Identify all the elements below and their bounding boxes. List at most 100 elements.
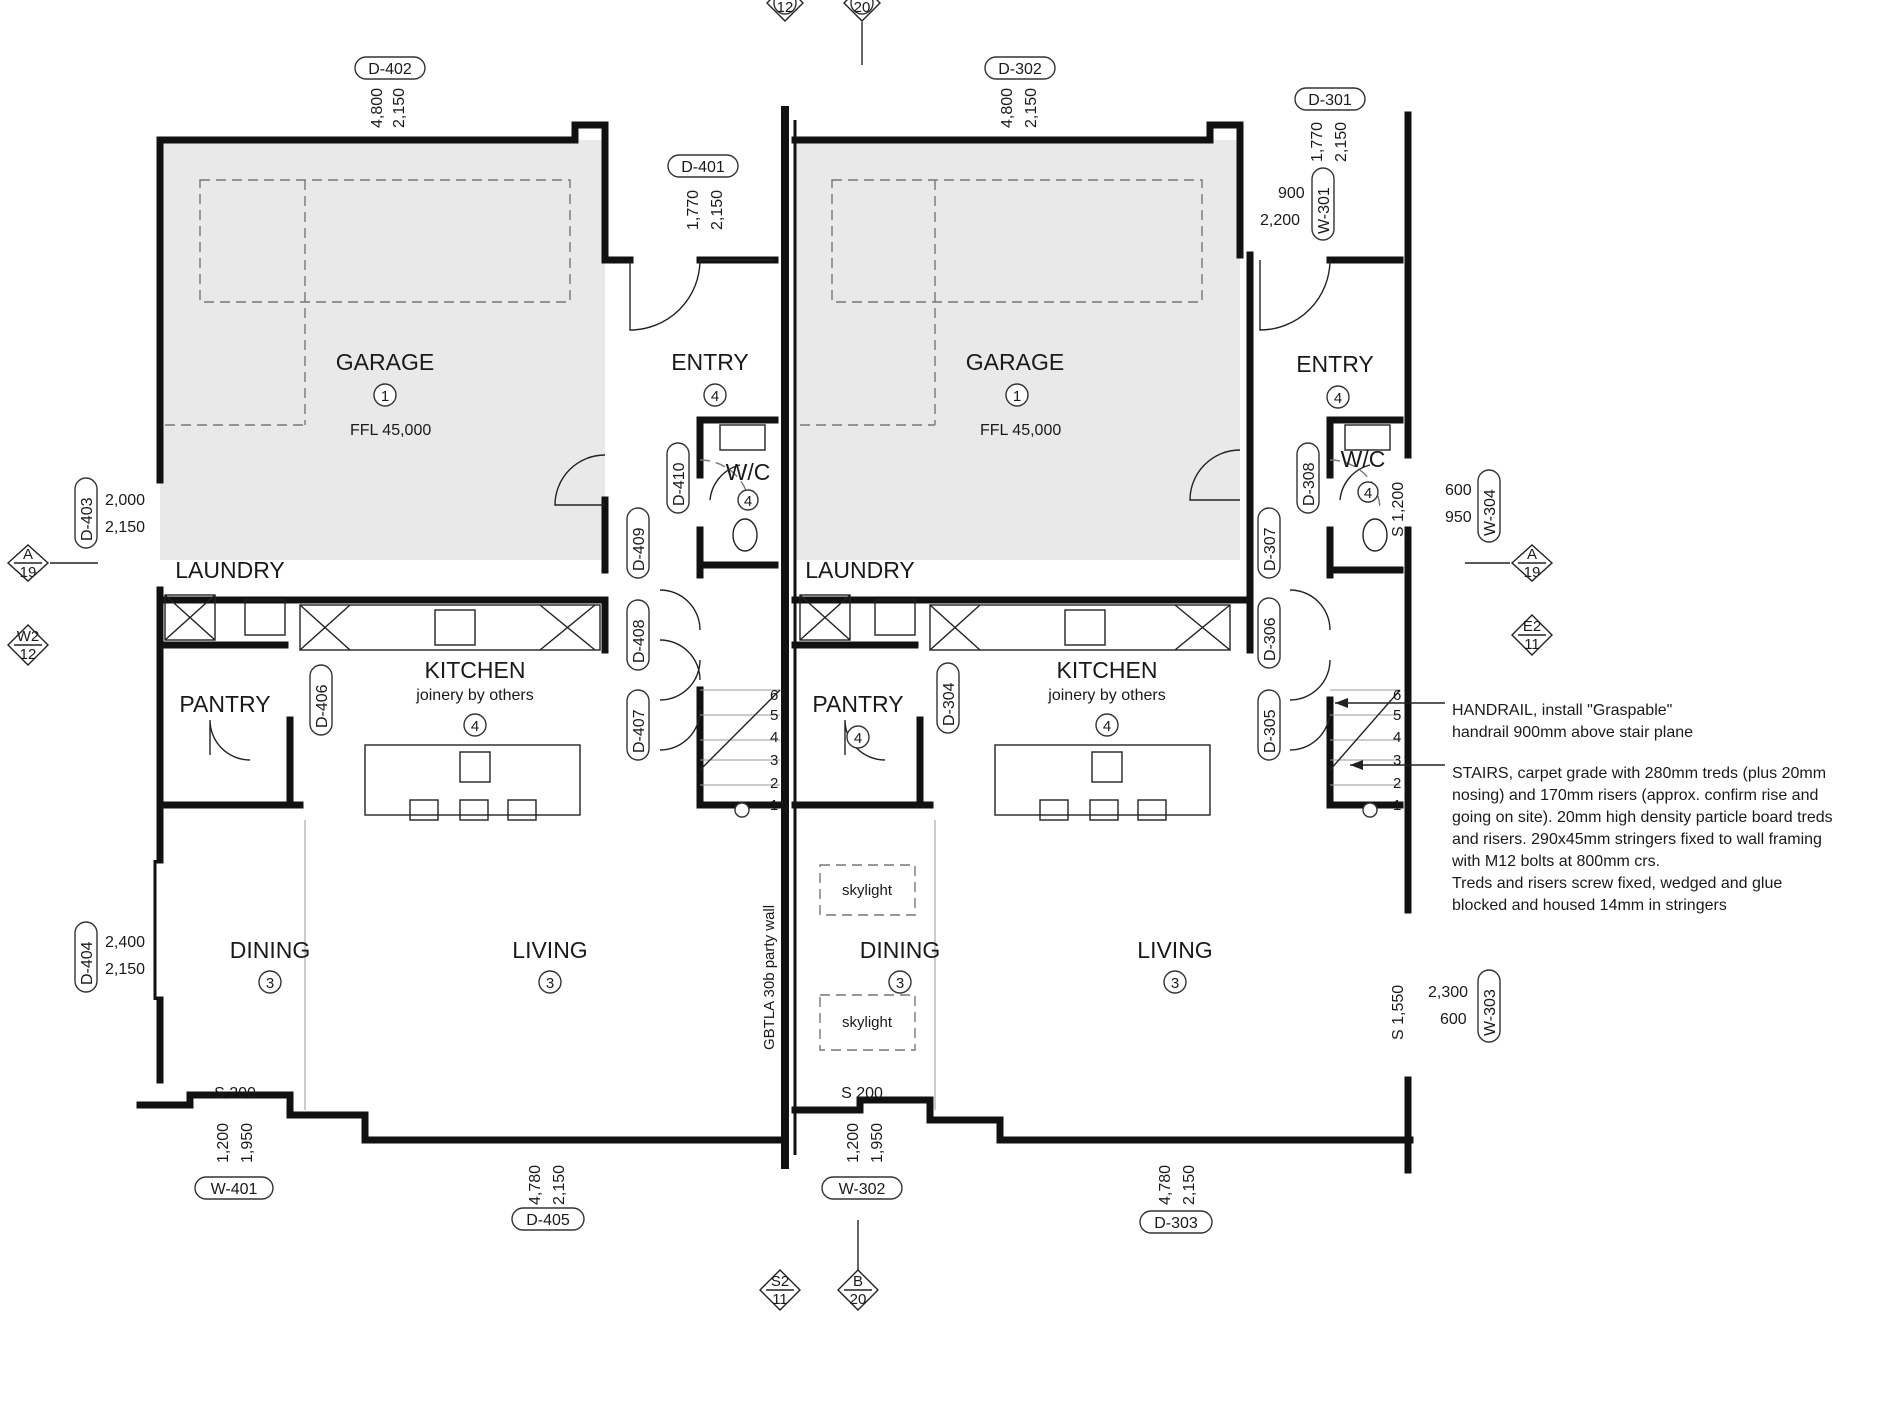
left-kitchen-fixtures <box>164 594 601 821</box>
tag-d403-h: 2,150 <box>105 519 145 536</box>
right-garage-num-circle <box>1005 383 1029 407</box>
tag-d405-h: 2,150 <box>551 1165 568 1205</box>
tag-w303-w: 2,300 <box>1428 984 1468 1001</box>
right-wc-num-circle <box>1357 481 1379 503</box>
tag-d410-pill <box>666 442 690 514</box>
section-marker-e2-11 <box>1511 614 1553 656</box>
tag-d407-pill <box>626 689 650 761</box>
right-s200: S 200 <box>841 1085 883 1102</box>
skylight-2 <box>819 994 916 1051</box>
tag-w304: W-304 <box>1482 489 1499 536</box>
note-stairs-line-5: with M12 bolts at 800mm crs. <box>1451 853 1660 870</box>
tag-d405-w: 4,780 <box>527 1165 544 1205</box>
note-stairs-line-7: blocked and housed 14mm in stringers <box>1452 897 1727 914</box>
tag-d303-w: 4,780 <box>1157 1165 1174 1205</box>
tag-d402-pill <box>354 56 426 80</box>
tag-d308: D-308 <box>1301 462 1318 506</box>
top-grid-markers <box>766 0 881 65</box>
left-entry-label: ENTRY <box>671 349 749 375</box>
tag-d408-pill <box>626 599 650 671</box>
tag-d304-pill <box>936 662 960 734</box>
tag-d306-pill <box>1257 597 1281 669</box>
section-w2-bottom: 12 <box>20 646 37 663</box>
right-wc-label: W/C <box>1341 446 1386 472</box>
left-garage-ffl: FFL 45,000 <box>350 422 431 439</box>
section-s2-top: S2 <box>771 1273 789 1290</box>
right-pantry-label: PANTRY <box>812 691 903 717</box>
tag-w304-h: 950 <box>1445 509 1472 526</box>
left-dining-label: DINING <box>230 937 311 963</box>
garage-floor-left <box>160 140 605 560</box>
stair-num-left-3: 3 <box>770 752 778 769</box>
garage-door-overhead-right <box>831 179 1203 303</box>
stair-num-right-6: 6 <box>1393 687 1401 704</box>
tag-d403-pill <box>74 477 98 549</box>
tag-d403: D-403 <box>79 497 96 541</box>
top-marker-right-number: 20 <box>854 0 871 16</box>
stair-num-left-2: 2 <box>770 775 778 792</box>
tag-d305: D-305 <box>1262 709 1279 753</box>
note-handrail-line-2: handrail 900mm above stair plane <box>1452 724 1693 741</box>
right-kitchen-fixtures <box>799 594 1231 821</box>
right-living-label: LIVING <box>1137 937 1212 963</box>
right-laundry-label: LAUNDRY <box>805 557 915 583</box>
left-wc-label: W/C <box>726 459 771 485</box>
tag-d406-pill <box>309 664 333 736</box>
note-stairs-line-1: STAIRS, carpet grade with 280mm treds (p… <box>1452 765 1826 782</box>
skylight-1-label: skylight <box>842 882 893 899</box>
tag-d406: D-406 <box>314 684 331 728</box>
tag-w304-w: 600 <box>1445 482 1472 499</box>
tag-d302-w: 4,800 <box>999 88 1016 128</box>
top-marker-left-number: 12 <box>777 0 794 16</box>
section-s2-bottom: 11 <box>772 1291 788 1308</box>
tag-d402-h: 2,150 <box>391 88 408 128</box>
tag-d308-pill <box>1296 442 1320 514</box>
tag-d408: D-408 <box>631 619 648 663</box>
section-marker-a19-left <box>6 544 98 582</box>
right-wc-num: 4 <box>1364 485 1372 502</box>
left-kitchen-sub: joinery by others <box>415 687 533 704</box>
tag-d303: D-303 <box>1154 1215 1198 1232</box>
tag-w401: W-401 <box>211 1181 258 1198</box>
garage-door-overhead-left <box>199 179 571 303</box>
left-dining-num-circle <box>258 970 282 994</box>
right-garage-num: 1 <box>1013 388 1021 405</box>
section-marker-w2-12 <box>7 624 49 666</box>
tag-w401-pill <box>194 1176 274 1200</box>
note-stairs-line-2: nosing) and 170mm risers (approx. confir… <box>1452 787 1818 804</box>
tag-d302-pill <box>984 56 1056 80</box>
left-living-num: 3 <box>546 975 554 992</box>
right-unit-walls <box>791 111 1414 1174</box>
tag-d402: D-402 <box>368 61 412 78</box>
left-kitchen-label: KITCHEN <box>425 657 526 683</box>
right-kitchen-sub: joinery by others <box>1047 687 1165 704</box>
note-stairs-line-6: Treds and risers screw fixed, wedged and… <box>1452 875 1782 892</box>
tag-d301-w: 1,770 <box>1309 122 1326 162</box>
tag-d401-h: 2,150 <box>709 190 726 230</box>
tag-d302: D-302 <box>998 61 1042 78</box>
right-kitchen-num-circle <box>1095 713 1119 737</box>
section-e2-bottom: 11 <box>1524 636 1540 653</box>
tag-w302: W-302 <box>839 1181 886 1198</box>
skylight-1 <box>819 864 916 916</box>
tag-w401-w: 1,200 <box>215 1123 232 1163</box>
tag-d404-pill <box>74 921 98 993</box>
garage-floor-right <box>795 140 1240 560</box>
left-wc-num: 4 <box>744 493 752 510</box>
tag-w301-h: 2,200 <box>1260 212 1300 229</box>
tag-d401-pill <box>667 154 739 178</box>
tag-d405: D-405 <box>526 1212 570 1229</box>
tag-d301-h: 2,150 <box>1333 122 1350 162</box>
left-pantry-label: PANTRY <box>179 691 270 717</box>
tag-w302-pill <box>821 1176 903 1200</box>
right-dining-num-circle <box>888 970 912 994</box>
tag-d409: D-409 <box>631 527 648 571</box>
tag-w401-h: 1,950 <box>239 1123 256 1163</box>
tag-d407: D-407 <box>631 709 648 753</box>
section-a19-right-top: A <box>1527 546 1537 563</box>
left-living-num-circle <box>538 970 562 994</box>
tag-d403-w: 2,000 <box>105 492 145 509</box>
tag-d404: D-404 <box>79 941 96 985</box>
right-garage-ffl: FFL 45,000 <box>980 422 1061 439</box>
tag-w302-w: 1,200 <box>845 1123 862 1163</box>
